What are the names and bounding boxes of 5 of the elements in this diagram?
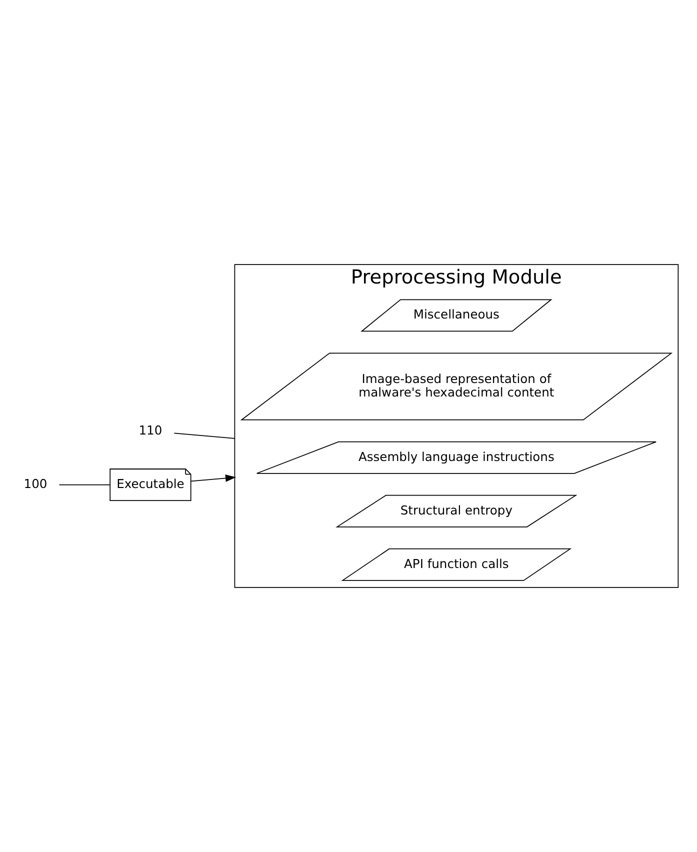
connector bbox=[58, 484, 110, 486]
connector bbox=[174, 432, 236, 439]
arrow bbox=[190, 474, 236, 482]
node-text: 110 bbox=[138, 424, 162, 438]
node-text: 100 bbox=[24, 477, 48, 492]
